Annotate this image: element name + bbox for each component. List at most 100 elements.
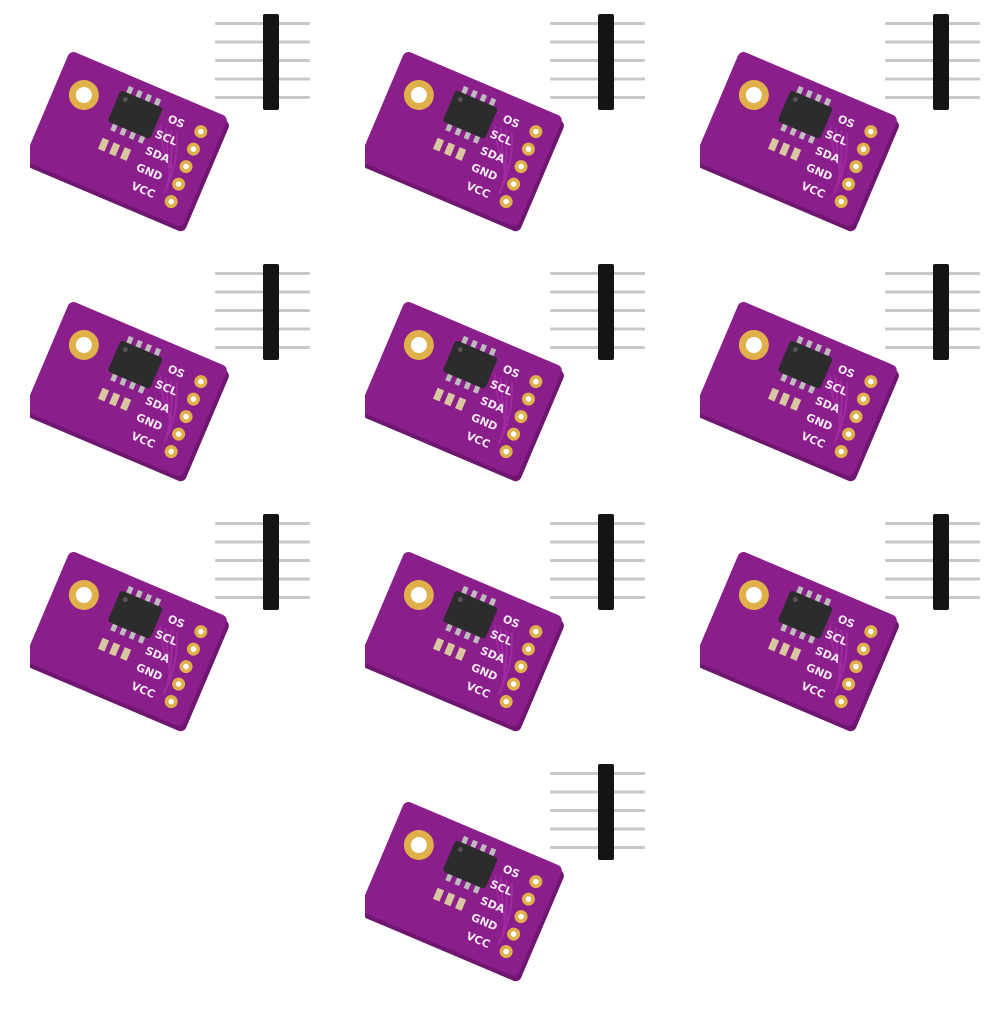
smd-component — [455, 647, 467, 661]
smd-component — [109, 142, 121, 157]
smd-component — [455, 897, 467, 911]
smd-component — [120, 647, 132, 661]
smd-component — [767, 137, 780, 152]
smd-component — [432, 137, 445, 152]
header-pin — [550, 290, 645, 294]
pin-header — [550, 14, 645, 110]
header-pin — [215, 577, 310, 581]
smd-component — [790, 147, 802, 161]
smd-component — [779, 642, 791, 657]
pin-label-os: OS — [166, 112, 187, 131]
header-pin — [550, 272, 645, 275]
smd-component — [767, 637, 780, 652]
header-pin — [885, 327, 980, 331]
header-pin — [550, 40, 645, 44]
header-plastic-body — [598, 264, 614, 360]
header-pin — [885, 96, 980, 99]
smd-component — [120, 397, 132, 411]
header-pin — [885, 59, 980, 62]
pin-header — [550, 514, 645, 610]
smd-component — [444, 392, 456, 407]
header-plastic-body — [263, 14, 279, 110]
ic-chip — [778, 335, 833, 394]
pin-label-os: OS — [166, 612, 187, 631]
pin-header — [550, 764, 645, 860]
header-pin — [550, 577, 645, 581]
ic-chip — [108, 585, 163, 644]
header-pin — [215, 96, 310, 99]
ic-chip — [443, 835, 498, 894]
header-pin — [885, 22, 980, 25]
pin-header — [215, 514, 310, 610]
header-plastic-body — [933, 514, 949, 610]
header-plastic-body — [598, 764, 614, 860]
header-pin — [215, 22, 310, 25]
header-pin — [215, 309, 310, 312]
header-pin — [885, 577, 980, 581]
header-pin — [550, 327, 645, 331]
header-pin — [215, 522, 310, 525]
ic-chip — [443, 335, 498, 394]
ic-chip — [778, 585, 833, 644]
pin-label-os: OS — [166, 362, 187, 381]
header-pin — [550, 790, 645, 794]
header-pin — [550, 827, 645, 831]
smd-component — [455, 147, 467, 161]
smd-component — [432, 887, 445, 902]
smd-component — [444, 642, 456, 657]
header-pin — [550, 22, 645, 25]
header-pin — [885, 559, 980, 562]
header-pin — [550, 559, 645, 562]
header-pin — [550, 522, 645, 525]
smd-component — [97, 637, 110, 652]
header-pin — [550, 346, 645, 349]
smd-component — [432, 387, 445, 402]
header-pin — [215, 346, 310, 349]
pin-header — [550, 264, 645, 360]
header-pin — [215, 540, 310, 544]
smd-component — [790, 397, 802, 411]
smd-component — [432, 637, 445, 652]
ic-chip — [443, 85, 498, 144]
header-pin — [885, 540, 980, 544]
header-pin — [885, 596, 980, 599]
pin-label-os: OS — [501, 862, 522, 881]
ic-chip — [108, 335, 163, 394]
header-pin — [550, 309, 645, 312]
header-plastic-body — [263, 264, 279, 360]
header-plastic-body — [933, 264, 949, 360]
header-pin — [215, 272, 310, 275]
header-pin — [550, 77, 645, 81]
smd-component — [767, 387, 780, 402]
header-pin — [550, 596, 645, 599]
smd-component — [779, 392, 791, 407]
header-plastic-body — [933, 14, 949, 110]
header-pin — [215, 59, 310, 62]
header-pin — [885, 77, 980, 81]
header-pin — [215, 77, 310, 81]
smd-component — [455, 397, 467, 411]
header-pin — [550, 540, 645, 544]
